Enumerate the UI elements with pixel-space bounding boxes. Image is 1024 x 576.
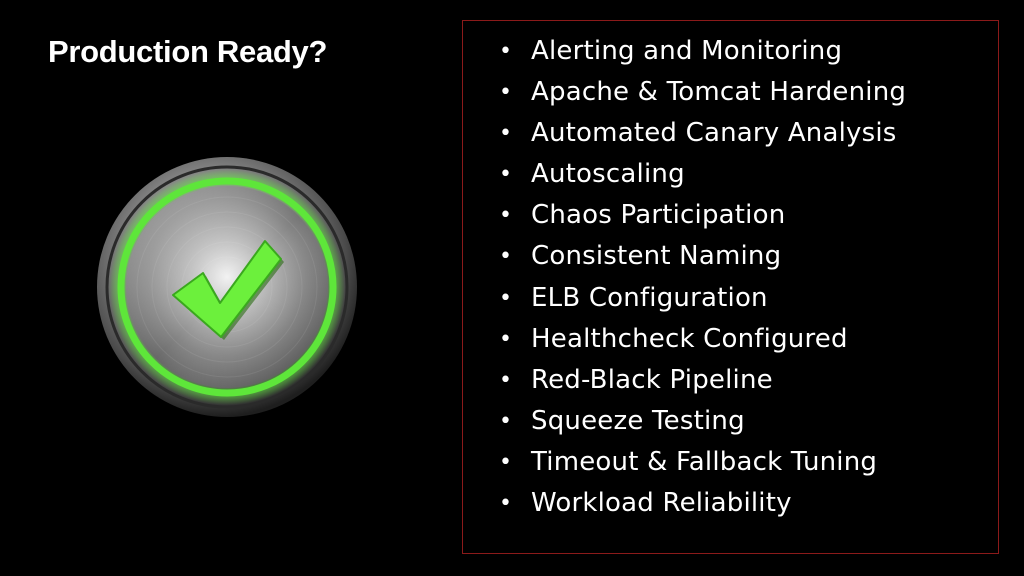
list-item: • Healthcheck Configured (499, 319, 906, 360)
list-item-label: Chaos Participation (531, 200, 786, 231)
list-item-label: ELB Configuration (531, 282, 768, 313)
list-item: • Squeeze Testing (499, 401, 906, 442)
list-item-label: Autoscaling (531, 159, 685, 190)
bullet-icon: • (499, 244, 513, 270)
list-item: • Timeout & Fallback Tuning (499, 442, 906, 483)
list-item-label: Timeout & Fallback Tuning (531, 446, 878, 477)
list-item: • Chaos Participation (499, 195, 906, 236)
bullet-icon: • (499, 203, 513, 229)
list-item-label: Workload Reliability (531, 488, 792, 519)
bullet-icon: • (499, 39, 513, 64)
list-item-label: Healthcheck Configured (531, 323, 848, 354)
bullet-icon: • (499, 367, 513, 393)
bullet-icon: • (499, 491, 513, 517)
bullet-icon: • (499, 449, 513, 475)
checklist-box: • Alerting and Monitoring • Apache & Tomca… (462, 20, 999, 554)
bullet-icon: • (499, 285, 513, 311)
list-item: • Consistent Naming (499, 236, 906, 277)
bullet-icon: • (499, 80, 513, 106)
list-item: • Apache & Tomcat Hardening (499, 72, 906, 113)
list-item: • ELB Configuration (499, 278, 906, 319)
list-item: • Automated Canary Analysis (499, 113, 906, 154)
list-item: • Autoscaling (499, 154, 906, 195)
list-item: • Red-Black Pipeline (499, 360, 906, 401)
list-item: • Alerting and Monitoring (499, 31, 906, 72)
list-item-label: Red-Black Pipeline (531, 364, 773, 395)
list-item-label: Apache & Tomcat Hardening (531, 77, 907, 108)
list-item: • Workload Reliability (499, 483, 906, 524)
production-checklist: • Alerting and Monitoring • Apache & Tomca… (499, 31, 906, 524)
slide-title: Production Ready? (48, 34, 328, 69)
list-item-label: Squeeze Testing (531, 405, 745, 436)
list-item-label: Consistent Naming (531, 241, 782, 272)
bullet-icon: • (499, 162, 513, 188)
bullet-icon: • (499, 408, 513, 434)
list-item-label: Automated Canary Analysis (531, 118, 897, 149)
bullet-icon: • (499, 121, 513, 147)
list-item-label: Alerting and Monitoring (531, 36, 843, 66)
bullet-icon: • (499, 326, 513, 352)
green-checkmark-button-icon (97, 157, 357, 417)
